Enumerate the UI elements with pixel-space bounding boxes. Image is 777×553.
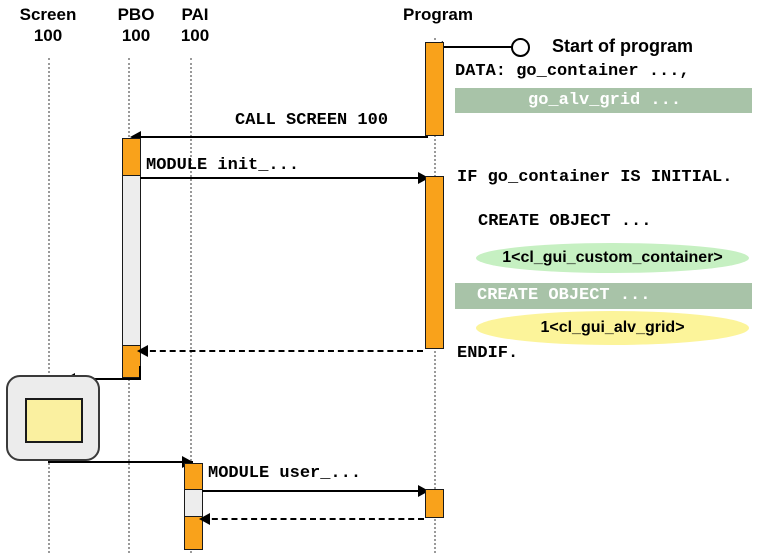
screen-render-line xyxy=(72,378,140,380)
lifeline-header-screen: Screen 100 xyxy=(4,4,92,46)
return-line-pbo xyxy=(140,350,423,352)
screen-render-connector-vertical xyxy=(139,366,141,380)
message-arrowhead-call-screen xyxy=(130,131,141,143)
activation-bar-program-1 xyxy=(425,42,444,136)
highlight-ellipse-alv-grid: 1<cl_gui_alv_grid> xyxy=(476,311,749,345)
return-line-pai xyxy=(202,518,424,520)
start-of-program-label: Start of program xyxy=(552,36,694,56)
message-arrowhead-module-init xyxy=(418,172,429,184)
code-if-statement: IF go_container IS INITIAL. xyxy=(457,168,733,187)
lifeline-name-pai: PAI xyxy=(181,5,209,24)
code-create-object-2-class: 1<cl_gui_alv_grid> xyxy=(540,319,685,336)
code-create-object-1-class: 1<cl_gui_custom_container> xyxy=(502,249,723,266)
screen-window-inner-area xyxy=(25,398,83,443)
return-arrowhead-pbo xyxy=(137,345,148,357)
code-create-object-1: CREATE OBJECT ... xyxy=(478,212,652,231)
highlight-ellipse-custom-container: 1<cl_gui_custom_container> xyxy=(476,243,749,273)
lifeline-line-screen xyxy=(48,58,50,553)
message-line-call-screen xyxy=(133,136,428,138)
message-arrowhead-module-user xyxy=(418,485,429,497)
code-data-declaration-line2: go_alv_grid ... xyxy=(528,91,682,110)
lifeline-number-pbo: 100 xyxy=(121,26,151,45)
code-endif-statement: ENDIF. xyxy=(457,344,519,363)
activation-bar-pai-bottom xyxy=(184,517,203,550)
user-action-arrowhead xyxy=(182,456,193,468)
message-label-module-user: MODULE user_... xyxy=(208,464,362,483)
message-line-module-user xyxy=(202,490,428,492)
activation-bar-program-2 xyxy=(425,176,444,349)
message-label-module-init: MODULE init_... xyxy=(146,156,300,175)
lifeline-header-pbo: PBO 100 xyxy=(100,4,172,46)
user-action-line xyxy=(48,461,193,463)
activation-bar-pbo-bottom xyxy=(122,346,141,378)
lifeline-name-screen: Screen xyxy=(19,5,77,24)
lifeline-name-program: Program xyxy=(403,5,473,24)
return-arrowhead-pai xyxy=(199,513,210,525)
lifeline-line-pai xyxy=(190,58,192,553)
highlight-band-create-object-2: CREATE OBJECT ... xyxy=(455,283,752,309)
screen-window-graphic xyxy=(6,375,100,461)
lifeline-number-pai: 100 xyxy=(180,26,210,45)
start-of-program-arrow-line xyxy=(440,46,513,48)
activation-bar-pbo-middle xyxy=(122,176,141,346)
activation-bar-pai-top xyxy=(184,463,203,490)
code-create-object-2: CREATE OBJECT ... xyxy=(477,286,651,305)
code-data-declaration-line1: DATA: go_container ..., xyxy=(455,62,690,81)
lifeline-number-screen: 100 xyxy=(33,26,63,45)
activation-bar-program-3 xyxy=(425,489,444,518)
message-label-call-screen: CALL SCREEN 100 xyxy=(235,111,389,130)
start-of-program-node xyxy=(511,38,530,57)
lifeline-header-pai: PAI 100 xyxy=(164,4,226,46)
message-line-module-init xyxy=(140,177,428,179)
lifeline-header-program: Program xyxy=(378,4,498,25)
activation-bar-pbo-top xyxy=(122,138,141,176)
lifeline-name-pbo: PBO xyxy=(117,5,155,24)
activation-bar-pai-middle xyxy=(184,490,203,517)
highlight-band-data-declaration: go_alv_grid ... xyxy=(455,88,752,113)
